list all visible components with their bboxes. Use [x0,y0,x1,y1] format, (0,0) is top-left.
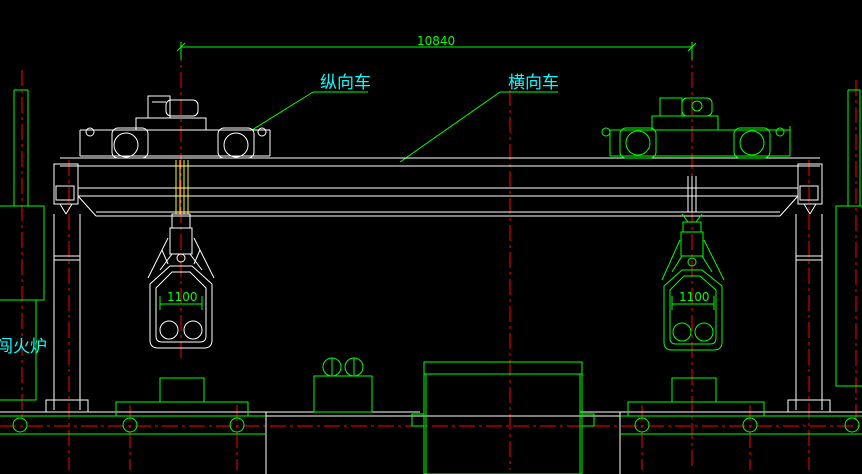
right-end-truck [797,163,823,215]
bridge-girder [60,157,820,217]
label-transverse-trolley: 横向车 [508,73,559,93]
longitudinal-trolley [79,95,271,159]
right-grab-dimension-text: 1100 [679,290,710,304]
left-end-truck [53,163,79,215]
right-grab [661,213,725,351]
left-grab-dimension-text: 1100 [167,290,198,304]
center-furnace-box [411,361,595,474]
label-longitudinal-trolley: 纵向车 [320,73,371,93]
span-dimension-text: 10840 [417,34,455,48]
right-support-column [787,214,831,413]
center-roller-unit [313,357,373,413]
right-hoist-rope [687,176,697,212]
left-grab-dimension [159,296,203,310]
leader-lines [251,91,558,163]
left-furnace [0,89,45,401]
left-bottom-carriage [0,377,266,435]
span-dimension [176,42,697,60]
transverse-trolley [601,97,791,159]
center-lines [21,45,857,470]
label-furnace-partial: 闯火炉 [0,337,47,357]
right-bottom-carriage [620,377,862,435]
left-grab [147,213,215,349]
right-furnace [835,89,862,387]
left-hoist-rope [175,160,189,214]
